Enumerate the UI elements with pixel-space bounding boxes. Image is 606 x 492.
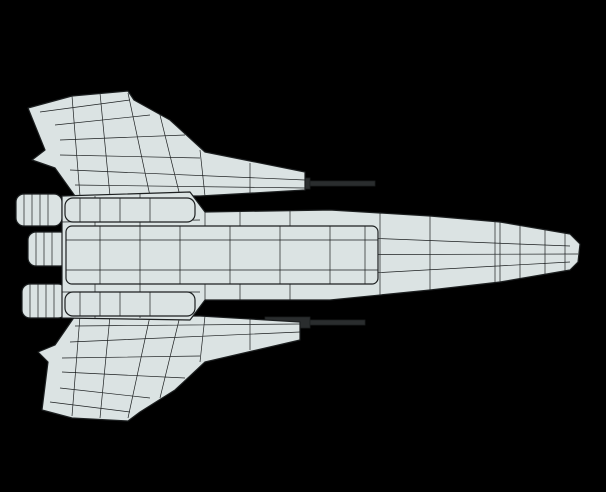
spacecraft-model [15,90,581,422]
fuselage [61,191,581,321]
engines [15,193,69,319]
upper-wing [27,90,306,197]
lower-wing [37,315,301,422]
